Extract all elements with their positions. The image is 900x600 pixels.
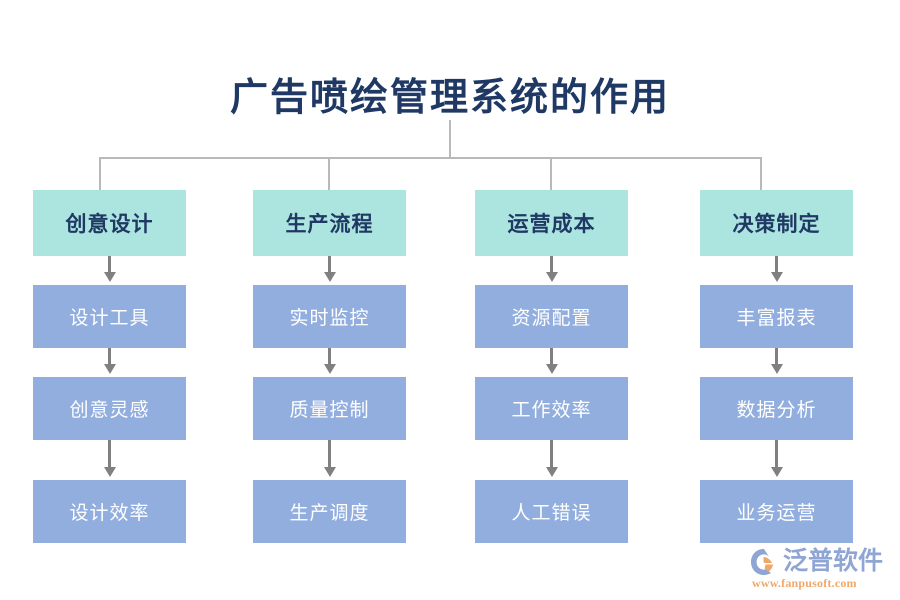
node-1-3[interactable]: 设计效率	[33, 480, 186, 543]
node-2-3[interactable]: 生产调度	[253, 480, 406, 543]
arrow-shaft	[775, 256, 778, 273]
arrow-shaft	[108, 348, 111, 365]
logo-brand-text: 泛普软件	[783, 548, 884, 575]
arrow-2-1	[253, 256, 406, 285]
column-operating-cost: 运营成本 资源配置 工作效率 人工错误	[475, 190, 628, 543]
arrow-3-3	[475, 440, 628, 480]
connector-stem	[449, 120, 451, 158]
arrow-head-icon	[545, 467, 558, 477]
arrow-shaft	[550, 440, 553, 468]
logo-row: 泛普软件	[750, 548, 892, 576]
arrow-head-icon	[545, 364, 558, 374]
connector-drop-4	[760, 157, 762, 190]
column-creative-design: 创意设计 设计工具 创意灵感 设计效率	[33, 190, 186, 543]
arrow-head-icon	[323, 467, 336, 477]
arrow-head-icon	[770, 467, 783, 477]
arrow-3-2	[475, 348, 628, 377]
fanpu-swoosh-icon	[751, 549, 773, 575]
arrow-shaft	[775, 348, 778, 365]
node-4-1[interactable]: 丰富报表	[700, 285, 853, 348]
arrow-shaft	[108, 440, 111, 468]
node-3-3[interactable]: 人工错误	[475, 480, 628, 543]
arrow-head-icon	[103, 467, 116, 477]
arrow-1-2	[33, 348, 186, 377]
arrow-head-icon	[323, 272, 336, 282]
arrow-2-2	[253, 348, 406, 377]
connector-drop-3	[550, 157, 552, 190]
arrow-head-icon	[545, 272, 558, 282]
arrow-1-1	[33, 256, 186, 285]
arrow-head-icon	[770, 364, 783, 374]
arrow-2-3	[253, 440, 406, 480]
arrow-head-icon	[323, 364, 336, 374]
node-3-2[interactable]: 工作效率	[475, 377, 628, 440]
arrow-4-2	[700, 348, 853, 377]
column-header-1[interactable]: 创意设计	[33, 190, 186, 256]
page-title: 广告喷绘管理系统的作用	[229, 77, 670, 119]
column-header-3[interactable]: 运营成本	[475, 190, 628, 256]
arrow-shaft	[328, 440, 331, 468]
column-production-process: 生产流程 实时监控 质量控制 生产调度	[253, 190, 406, 543]
column-decision-making: 决策制定 丰富报表 数据分析 业务运营	[700, 190, 853, 543]
node-1-2[interactable]: 创意灵感	[33, 377, 186, 440]
node-2-1[interactable]: 实时监控	[253, 285, 406, 348]
node-3-1[interactable]: 资源配置	[475, 285, 628, 348]
node-1-1[interactable]: 设计工具	[33, 285, 186, 348]
arrow-head-icon	[103, 272, 116, 282]
arrow-shaft	[550, 256, 553, 273]
arrow-head-icon	[103, 364, 116, 374]
column-header-2[interactable]: 生产流程	[253, 190, 406, 256]
node-2-2[interactable]: 质量控制	[253, 377, 406, 440]
arrow-shaft	[775, 440, 778, 468]
logo-url-text: www.fanpusoft.com	[752, 576, 857, 590]
arrow-shaft	[550, 348, 553, 365]
arrow-head-icon	[770, 272, 783, 282]
arrow-3-1	[475, 256, 628, 285]
node-4-2[interactable]: 数据分析	[700, 377, 853, 440]
node-4-3[interactable]: 业务运营	[700, 480, 853, 543]
arrow-4-3	[700, 440, 853, 480]
connector-drop-2	[328, 157, 330, 190]
arrow-1-3	[33, 440, 186, 480]
connector-drop-1	[99, 157, 101, 190]
column-header-4[interactable]: 决策制定	[700, 190, 853, 256]
arrow-shaft	[108, 256, 111, 273]
arrow-shaft	[328, 256, 331, 273]
connector-horizontal-bar	[99, 157, 762, 159]
arrow-shaft	[328, 348, 331, 365]
watermark-logo: 泛普软件 www.fanpusoft.com	[750, 548, 892, 594]
arrow-4-1	[700, 256, 853, 285]
